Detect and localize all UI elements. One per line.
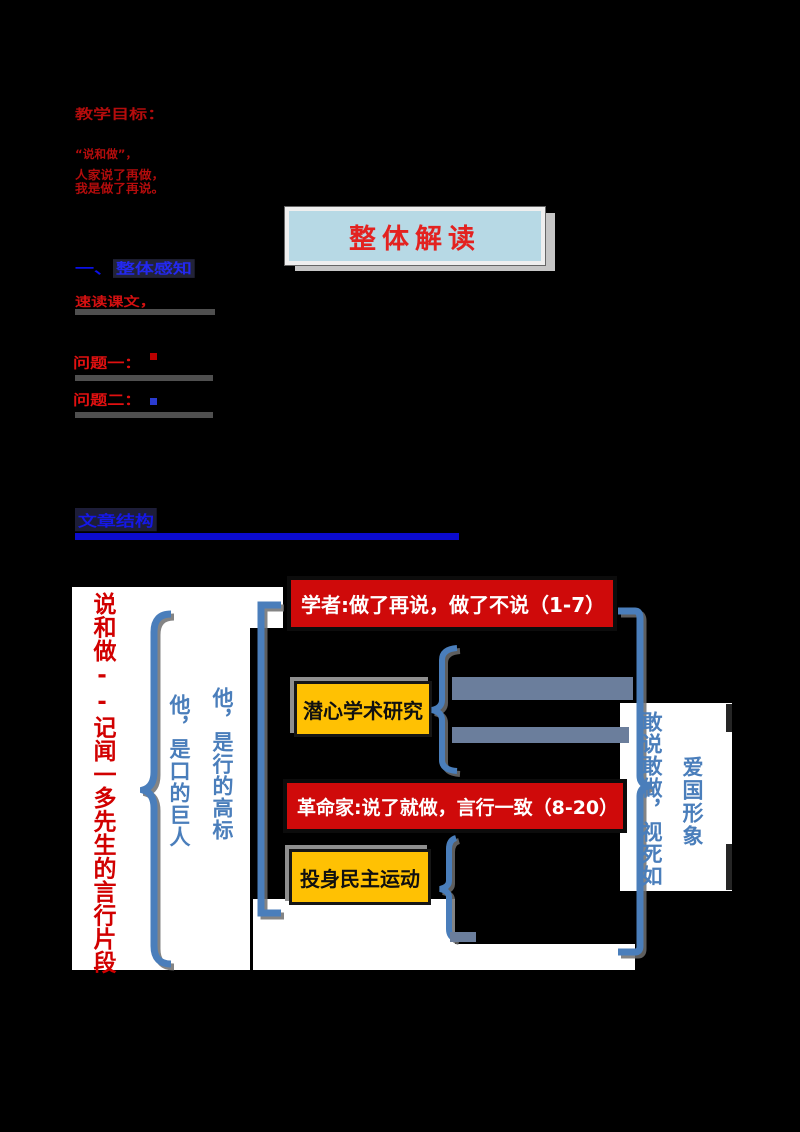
- democracy-detail-box: 投身民主运动: [289, 849, 431, 905]
- right-conclusion-sub: 爱国形象: [680, 756, 704, 848]
- left-square-bracket: [257, 601, 281, 917]
- diagram-title-vertical: 说和做--记闻一多先生的言行片段: [89, 592, 115, 974]
- scholar-header-label: 学者:做了再说，做了不说（1-7）: [301, 593, 606, 617]
- academic-detail-label: 潜心学术研究: [303, 698, 423, 723]
- section1-number: 一、: [75, 259, 113, 278]
- diagram-bg-left: [72, 587, 250, 970]
- right-conclusion-main: 敢说敢做，视死如: [639, 711, 663, 887]
- hero-banner: 整体解读: [284, 206, 546, 266]
- diagram-bg-bottom-left: [253, 899, 455, 970]
- hero-banner-label: 整体解读: [349, 223, 481, 255]
- section1-instruction: 速读课文，: [75, 294, 156, 310]
- underline-bar: [75, 309, 215, 315]
- row2-brace-foot: [450, 932, 476, 942]
- section2-heading: 文章结构: [75, 508, 161, 539]
- section2-underline: [75, 533, 459, 540]
- connector-bar-2: [452, 727, 629, 743]
- right-edge-bracket-bottom: [726, 844, 732, 890]
- row2-brace: [439, 835, 458, 942]
- conclusion-mouth-giant: 他，是口的巨人: [167, 694, 191, 848]
- academic-detail-box: 潜心学术研究: [294, 681, 432, 737]
- red-text-line-1: 教学目标：: [75, 106, 166, 123]
- right-brace: [618, 607, 650, 956]
- question-line-2: 问题二：: [73, 392, 142, 409]
- red-marker-dot: [150, 353, 157, 360]
- question-line-1: 问题一：: [73, 355, 142, 372]
- democracy-detail-label: 投身民主运动: [300, 866, 420, 891]
- connector-bar-1: [452, 677, 633, 700]
- section1-heading: 一、整体感知: [75, 257, 201, 286]
- underline-bar: [75, 412, 213, 418]
- conclusion-action-standard: 他，是行的高标: [210, 687, 234, 841]
- scholar-header-box: 学者:做了再说，做了不说（1-7）: [287, 576, 617, 631]
- revolutionary-header-box: 革命家:说了就做，言行一致（8-20）: [283, 779, 627, 833]
- right-edge-bracket-top: [726, 704, 732, 732]
- red-text-paragraph: 人家说了再做，我是做了再说。: [75, 168, 165, 196]
- left-curly-brace: [140, 610, 172, 968]
- underline-bar: [75, 375, 213, 381]
- section1-title: 整体感知: [113, 259, 195, 278]
- blue-marker-dot: [150, 398, 157, 405]
- row1-brace: [431, 645, 458, 774]
- diagram-bg-bottom-strip: [455, 944, 635, 970]
- red-text-line-2: “说和做”，: [75, 147, 138, 162]
- revolutionary-header-label: 革命家:说了就做，言行一致（8-20）: [297, 796, 619, 819]
